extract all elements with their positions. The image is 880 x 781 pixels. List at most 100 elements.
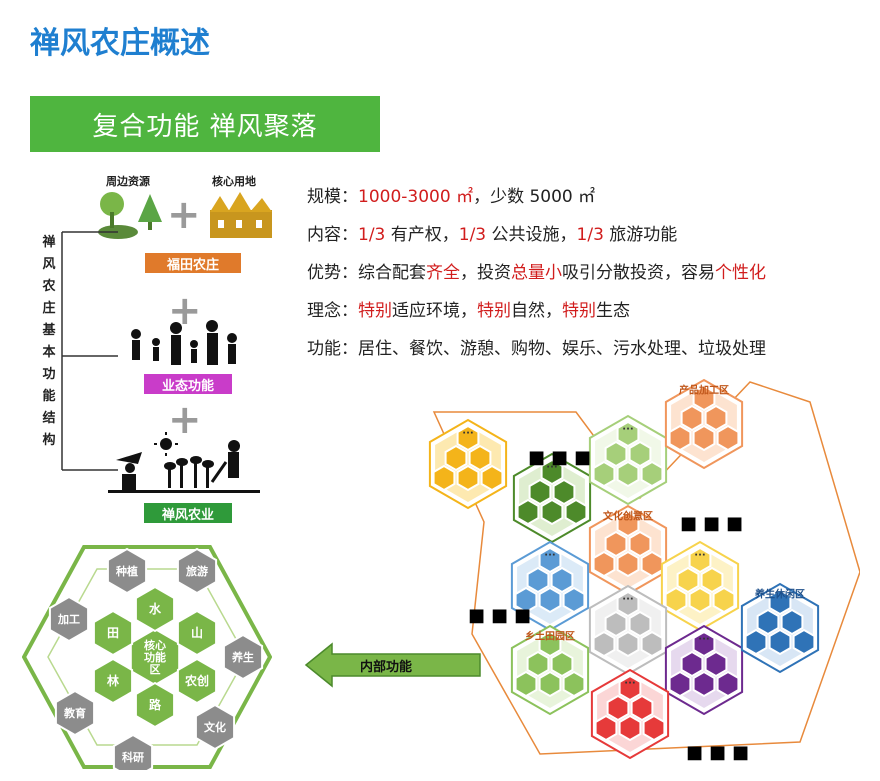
zone-label: 产品加工区 [679, 384, 729, 397]
zone-ellipsis: ... [622, 422, 633, 433]
zone-cell [604, 440, 628, 468]
info-advantage: 优势：综合配套齐全，投资总量小吸引分散投资，容易个性化 [307, 258, 766, 283]
page-title: 禅风农庄概述 [30, 26, 210, 61]
zone-cell [744, 628, 768, 656]
zone-cell [700, 566, 724, 594]
zone-cell [780, 608, 804, 636]
info-highlight: 特别 [358, 301, 392, 321]
zone-cell [628, 610, 652, 638]
zone-ellipsis: ... [544, 548, 555, 559]
zone-ellipsis: ... [546, 460, 557, 471]
info-highlight: 1000-3000 ㎡ [358, 187, 474, 207]
structure-char: 结 [42, 411, 56, 426]
info-text: 有产权， [385, 225, 459, 245]
zone-cell [640, 630, 664, 658]
inner-label: 水 [149, 601, 162, 616]
inner-hexagon [92, 657, 134, 705]
zone-label: 乡土田园区 [525, 630, 575, 643]
zone-cell [616, 510, 640, 538]
zone-cell [550, 650, 574, 678]
structure-char: 风 [42, 257, 56, 272]
info-highlight: 1/3 [458, 225, 487, 245]
inner-hexagon [176, 657, 218, 705]
zone-cell [642, 714, 666, 742]
info-content: 内容：1/3 有产权，1/3 公共设施，1/3 旅游功能 [307, 220, 677, 245]
zone-cell [456, 424, 480, 452]
info-text: 公共设施， [486, 225, 577, 245]
plus-icon: + [168, 397, 202, 443]
zone-cell [526, 650, 550, 678]
zone-cell [562, 586, 586, 614]
info-text: 自然， [511, 301, 562, 321]
info-text: 生态 [596, 301, 630, 321]
plus-icon: + [167, 192, 201, 238]
info-concept: 理念：特别适应环境，特别自然，特别生态 [307, 296, 630, 321]
people-icon [131, 320, 237, 365]
zone-cell [616, 590, 640, 618]
info-highlight: 1/3 [358, 225, 386, 245]
info-highlight: 总量小 [511, 263, 562, 283]
outer-label: 养生 [231, 650, 254, 664]
zone-cell [668, 424, 692, 452]
zone-cell [562, 670, 586, 698]
section-banner: 复合功能 禅风聚落 [30, 96, 380, 152]
zone-honeycomb-diagram: .........产品加工区文化创意区.........乡土田园区...养生休闲… [428, 378, 860, 760]
info-text: 适应环境， [392, 301, 477, 321]
core-label: 核心功能区 [144, 638, 166, 676]
zone-cell [668, 670, 692, 698]
zone-cell [680, 650, 704, 678]
zone-ellipsis: ... [694, 548, 705, 559]
zone-cell [592, 550, 616, 578]
business-tag: 业态功能 [144, 374, 232, 394]
outer-hexagon [48, 595, 90, 643]
inner-label: 林 [107, 673, 119, 688]
info-function: 功能：居住、餐饮、游憩、购物、娱乐、污水处理、垃圾处理 [307, 334, 766, 359]
outer-label: 旅游 [186, 564, 208, 578]
resources-label: 周边资源 [106, 175, 150, 188]
outer-hexagon [112, 733, 154, 770]
inner-hexagon [134, 585, 176, 633]
zone-cell [456, 464, 480, 492]
left-arrow-icon [304, 642, 481, 688]
zone-cell [538, 630, 562, 658]
zone-cell [514, 670, 538, 698]
info-text: 综合配套 [358, 263, 426, 283]
farm-tag: 福田农庄 [145, 253, 241, 273]
zone-cell [616, 420, 640, 448]
info-scale: 规模：1000-3000 ㎡，少数 5000 ㎡ [307, 182, 595, 207]
zone-cell [616, 630, 640, 658]
zone-cell [540, 498, 564, 526]
outer-hexagon [194, 703, 236, 751]
structure-bracket [61, 231, 118, 471]
arrow-label: 内部功能 [360, 660, 413, 675]
zone-cell [606, 694, 630, 722]
zone-cell [716, 424, 740, 452]
zone-label: 文化创意区 [603, 510, 653, 523]
structure-char: 功 [42, 367, 56, 382]
info-text: 吸引分散投资，容易 [562, 263, 715, 283]
resources-icon [98, 192, 162, 239]
zone-cell [628, 440, 652, 468]
zone-cell [768, 588, 792, 616]
zone-cell [688, 546, 712, 574]
info-label: 内容： [307, 225, 358, 245]
zone-cell [540, 458, 564, 486]
structure-char: 构 [42, 433, 56, 448]
outer-hexagon [222, 633, 264, 681]
zone-cell [692, 424, 716, 452]
outer-label: 科研 [122, 750, 144, 764]
zone-cell [704, 650, 728, 678]
zone-cell [792, 628, 816, 656]
farming-icon [108, 432, 260, 493]
zone-cell [756, 608, 780, 636]
land-label: 核心用地 [212, 175, 256, 188]
ellipsis-dots: ■■■ [468, 605, 538, 626]
ellipsis-dots: ■■■ [686, 742, 756, 763]
inner-label: 农创 [184, 673, 209, 688]
zone-cell [704, 404, 728, 432]
zone-cell [516, 498, 540, 526]
info-text: ，少数 5000 ㎡ [473, 187, 596, 207]
agriculture-tag: 禅风农业 [144, 503, 232, 523]
core-function-diagram: 核心功能区水山农创路林田种植旅游养生文化科研教育加工 [22, 545, 272, 770]
zone-cell [628, 530, 652, 558]
